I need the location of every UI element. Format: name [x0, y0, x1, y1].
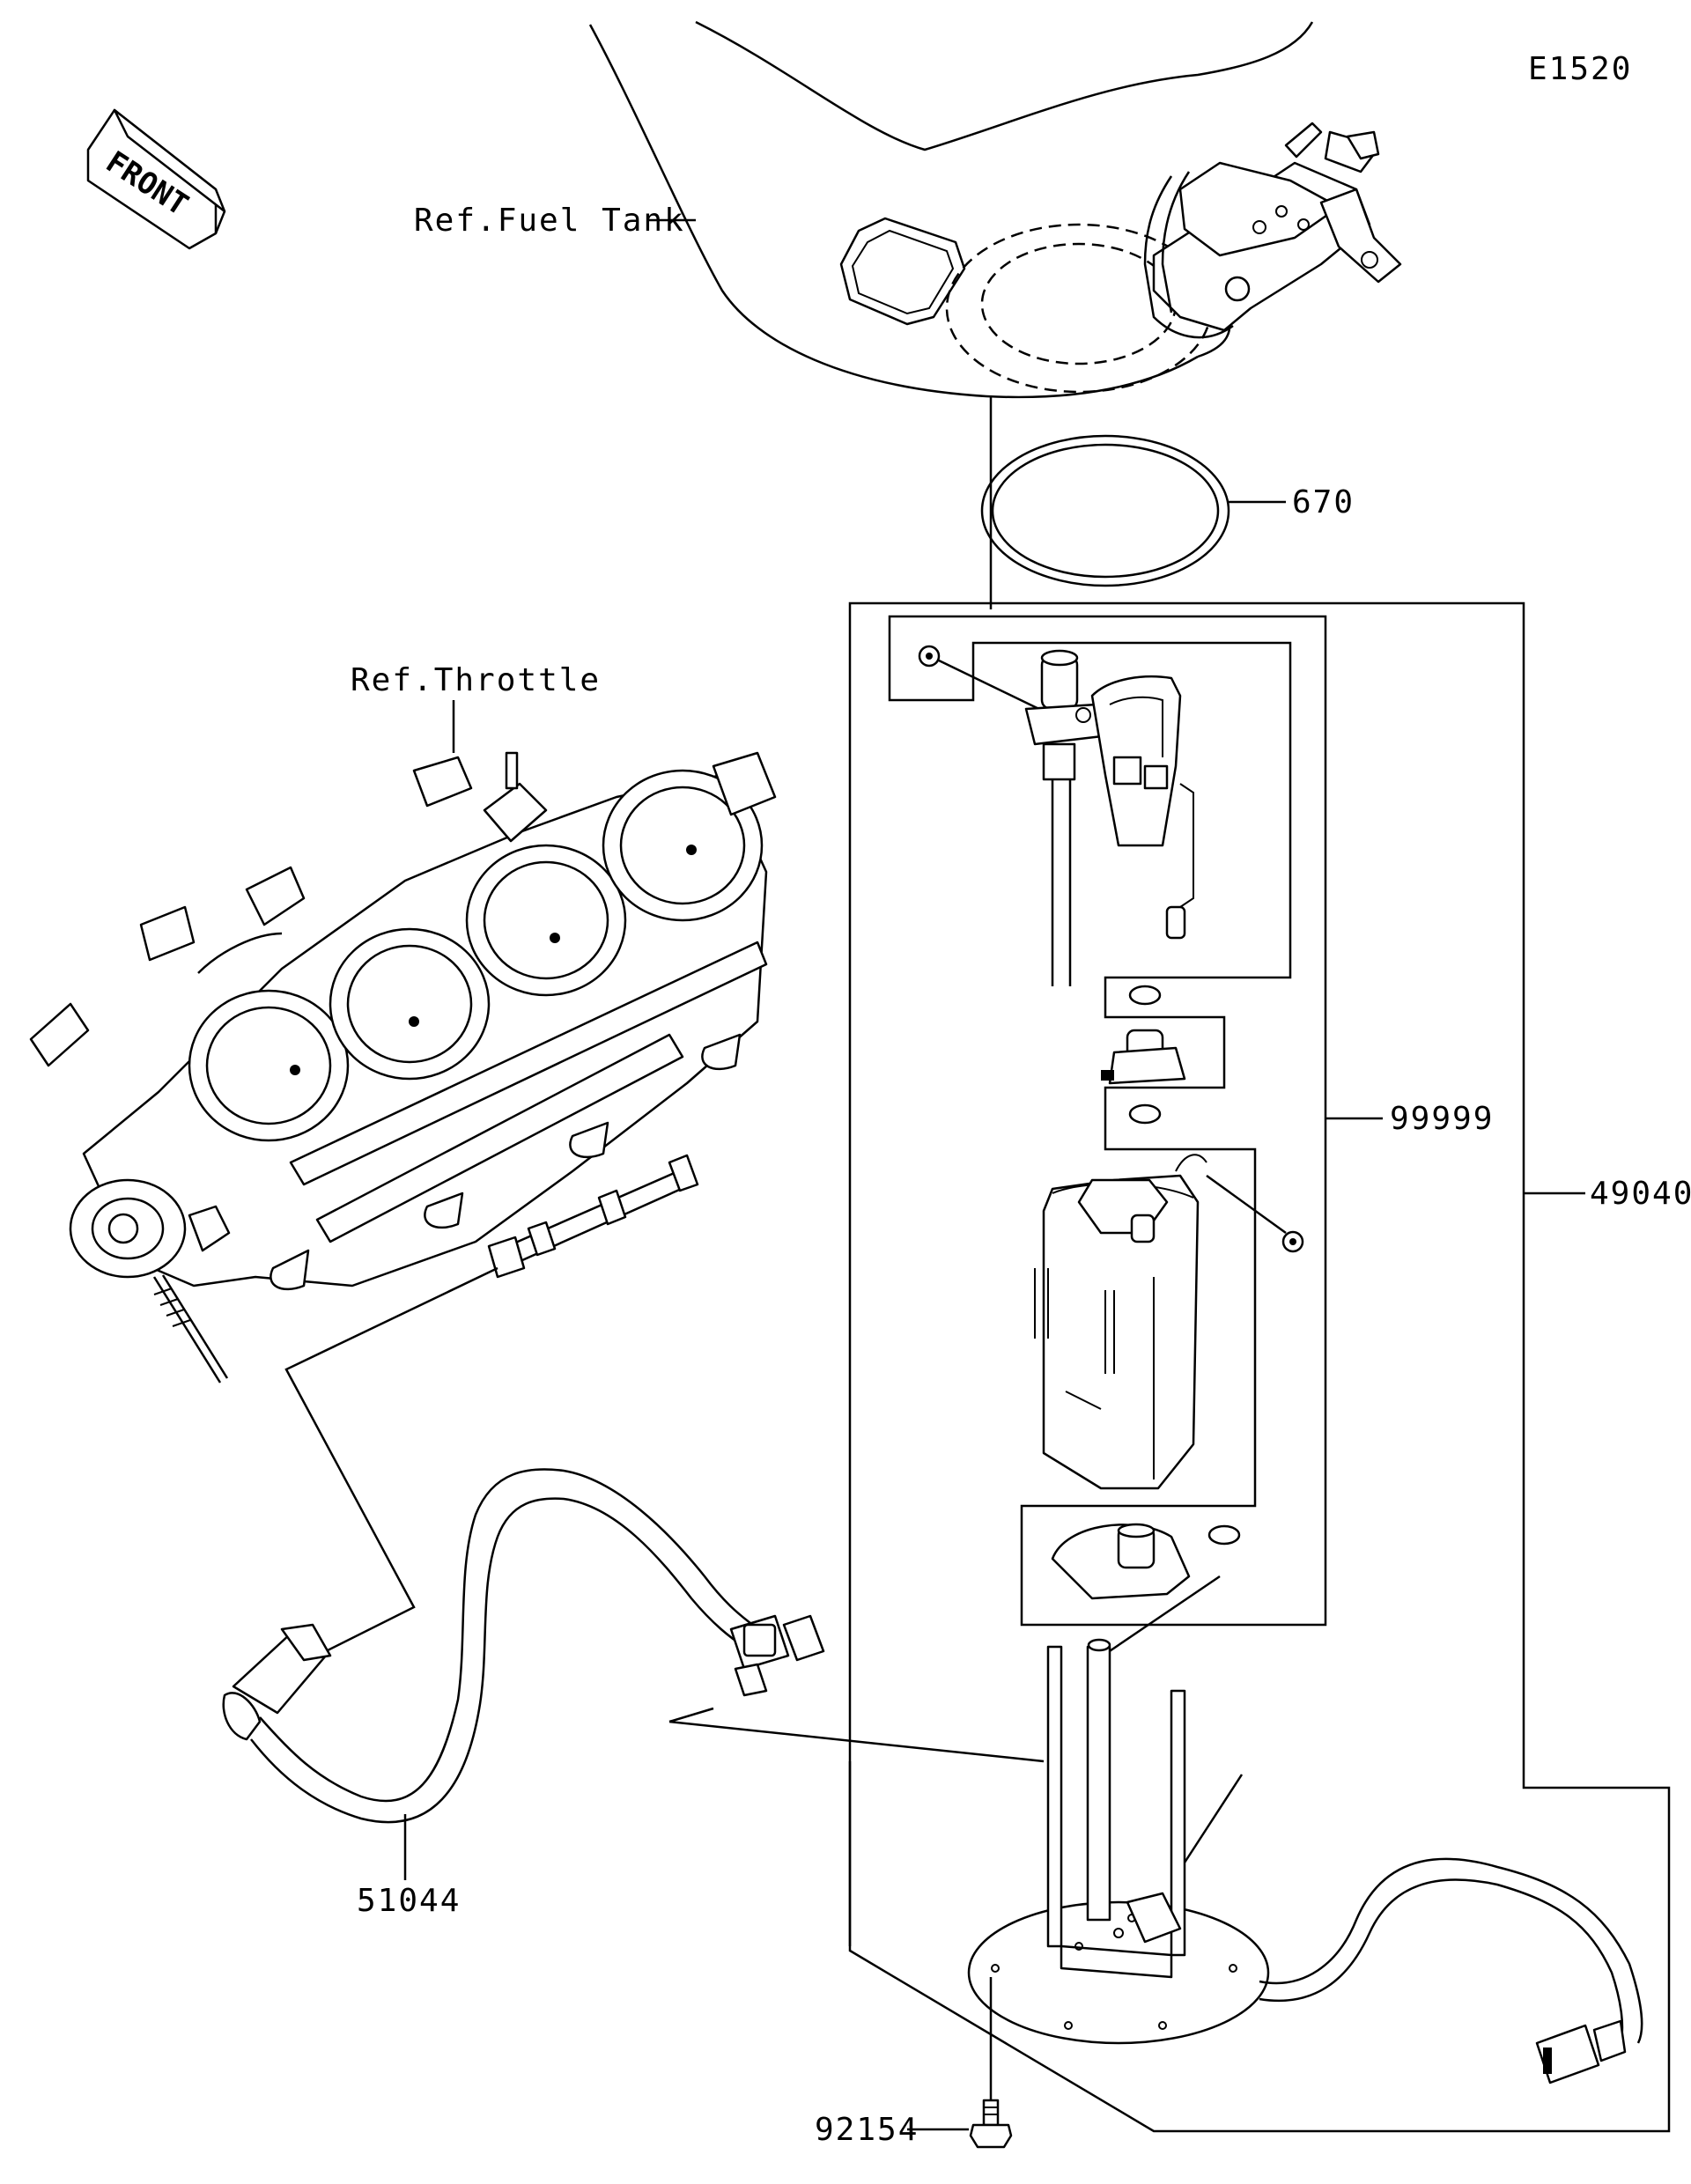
fuel-level-sender: [1024, 649, 1194, 986]
fuel-pump-body: [1034, 1154, 1287, 1490]
ref-throttle-label: Ref.Throttle: [351, 662, 601, 698]
diagram-code: E1520: [1528, 51, 1632, 87]
fuel-tank-illustration: [588, 20, 1402, 399]
throttle-hose-leader: [284, 1266, 498, 1657]
part-49040-label: 49040: [1590, 1176, 1691, 1212]
part-99999-label: 99999: [1390, 1101, 1494, 1137]
pressure-regulator: [1101, 1029, 1186, 1085]
throttle-body-illustration: [29, 751, 777, 1383]
small-o-ring-lower: [1128, 1103, 1162, 1125]
part-670-label: 670: [1292, 484, 1355, 520]
part-51044-label: 51044: [357, 1883, 461, 1919]
kit-99999-outline: [888, 615, 1327, 1627]
side-screw: [1281, 1230, 1304, 1253]
front-arrow-icon: FRONT: [86, 108, 226, 250]
small-screw-top: [918, 645, 1049, 715]
small-o-ring-upper: [1128, 985, 1162, 1006]
pump-wire-harness: [1259, 1857, 1643, 2044]
part-92154-label: 92154: [815, 2112, 919, 2148]
pump-connector-icon: [1535, 2019, 1627, 2084]
o-ring-670: [980, 434, 1230, 587]
bolt-92154: [969, 2099, 1013, 2149]
flange-tab-leader: [1183, 1774, 1244, 1863]
fuel-filter-base: [1051, 1523, 1241, 1600]
pump-flange-assembly: [967, 1638, 1270, 2045]
ref-fuel-tank-label: Ref.Fuel Tank: [414, 203, 685, 239]
hose-end-leader: [668, 1707, 714, 1723]
fuel-hose-51044: [222, 1468, 825, 1824]
assembly-49040-outline: [848, 601, 1671, 2133]
filter-connect-line: [1096, 1575, 1221, 1662]
